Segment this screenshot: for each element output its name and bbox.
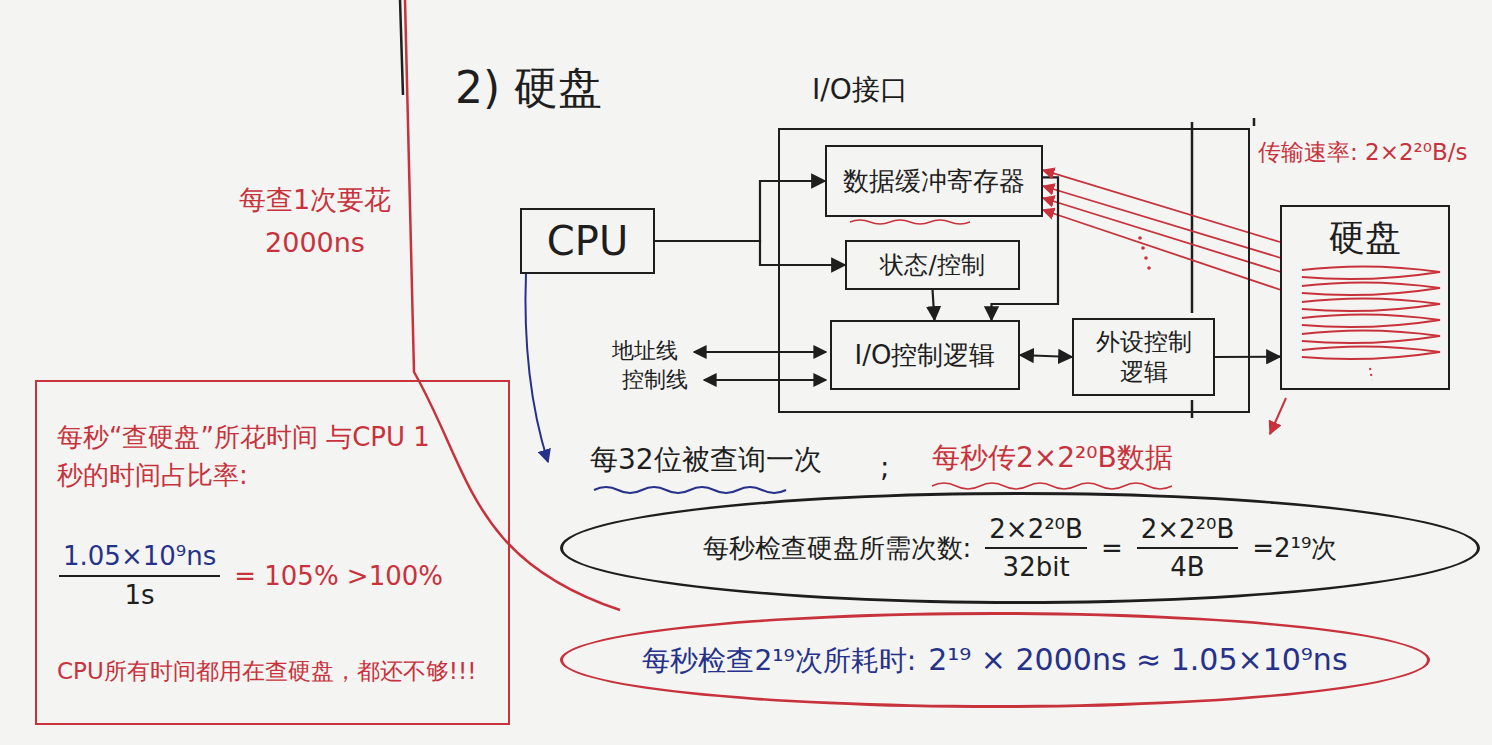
fraction: 1.05×10⁹ns1s (59, 540, 220, 611)
transfer-lines (1043, 186, 1281, 290)
connector (1020, 355, 1072, 357)
register-box: 数据缓冲寄存器 (825, 145, 1043, 217)
disk-box: 硬盘 (1280, 205, 1450, 390)
ratio-box: 每秒“查硬盘”所花时间 与CPU 1秒的时间占比率: 1.05×10⁹ns1s = … (35, 380, 510, 725)
bus-label: 地址线 (612, 337, 678, 365)
text: 32bit (1003, 549, 1070, 584)
data-arrow (1270, 398, 1286, 434)
fraction: 2×2²⁰B4B (1137, 513, 1239, 584)
text: = (1101, 532, 1123, 565)
connector (655, 181, 825, 241)
connector (1215, 356, 1280, 358)
text: I/O控制逻辑 (855, 339, 996, 372)
note-text: 每32位被查询一次 (590, 442, 822, 477)
heading: I/O接口 (812, 72, 908, 107)
address-bus-arrow (694, 351, 826, 353)
bus-label: 控制线 (622, 366, 688, 394)
text: 2×2²⁰B (985, 513, 1087, 550)
text: 2×2²⁰B (1137, 513, 1239, 550)
device-logic-box: 外设控制逻辑 (1072, 318, 1215, 396)
text: = 105% >100% (234, 560, 443, 593)
divider-curve (405, 0, 620, 610)
separator: ; (880, 450, 889, 485)
text: 状态/控制 (880, 250, 984, 280)
control-bus-arrow (704, 379, 826, 381)
count-oval: 每秒检查硬盘所需次数:2×2²⁰B32bit=2×2²⁰B4B=2¹⁹次 (560, 492, 1480, 604)
interface-box: I/O接口数据缓冲寄存器状态/控制I/O控制逻辑外设控制逻辑 (778, 128, 1250, 413)
status-box: 状态/控制 (845, 240, 1020, 290)
dotted-mark (1138, 236, 1151, 270)
cpu-box: CPU (520, 208, 655, 274)
query-arrow (525, 272, 548, 462)
connector (933, 290, 935, 320)
wavy-underline (594, 487, 786, 493)
text: 2¹⁹ × 2000ns ≈ 1.05×10⁹ns (928, 641, 1347, 679)
text: 硬盘 (1329, 215, 1401, 260)
time-oval: 每秒检查2¹⁹次所耗时: 2¹⁹ × 2000ns ≈ 1.05×10⁹ns (560, 612, 1430, 708)
divider-line (400, 0, 403, 95)
row: 1.05×10⁹ns1s = 105% >100% (51, 540, 449, 611)
connector (1043, 170, 1280, 242)
text: 数据缓冲寄存器 (843, 165, 1025, 198)
text: 外设控制逻辑 (1090, 327, 1197, 387)
text: 每秒检查硬盘所需次数: (703, 532, 972, 565)
text: 每秒“查硬盘”所花时间 与CPU 1秒的时间占比率: (57, 419, 447, 494)
connector (655, 241, 845, 265)
fraction: 2×2²⁰B32bit (985, 513, 1087, 584)
wavy-underline (932, 483, 1172, 489)
note-text: 每秒传2×2²⁰B数据 (932, 440, 1173, 475)
text: =2¹⁹次 (1252, 532, 1337, 565)
text: 1s (125, 577, 155, 612)
text: 4B (1170, 549, 1204, 584)
rate-label: 传输速率: 2×2²⁰B/s (1258, 138, 1468, 167)
interface-divider (1253, 118, 1256, 126)
logic-box: I/O控制逻辑 (830, 320, 1020, 390)
text: CPU (547, 216, 628, 266)
text: CPU所有时间都用在查硬盘，都还不够!!! (57, 657, 476, 686)
wavy-underline (850, 220, 970, 224)
text: 每秒检查2¹⁹次所耗时: (642, 643, 916, 678)
text: 1.05×10⁹ns (59, 540, 220, 577)
title: 2) 硬盘 (455, 60, 602, 115)
disk-platters (1302, 266, 1440, 380)
note-text: 每查1次要花 2000ns (226, 178, 404, 264)
